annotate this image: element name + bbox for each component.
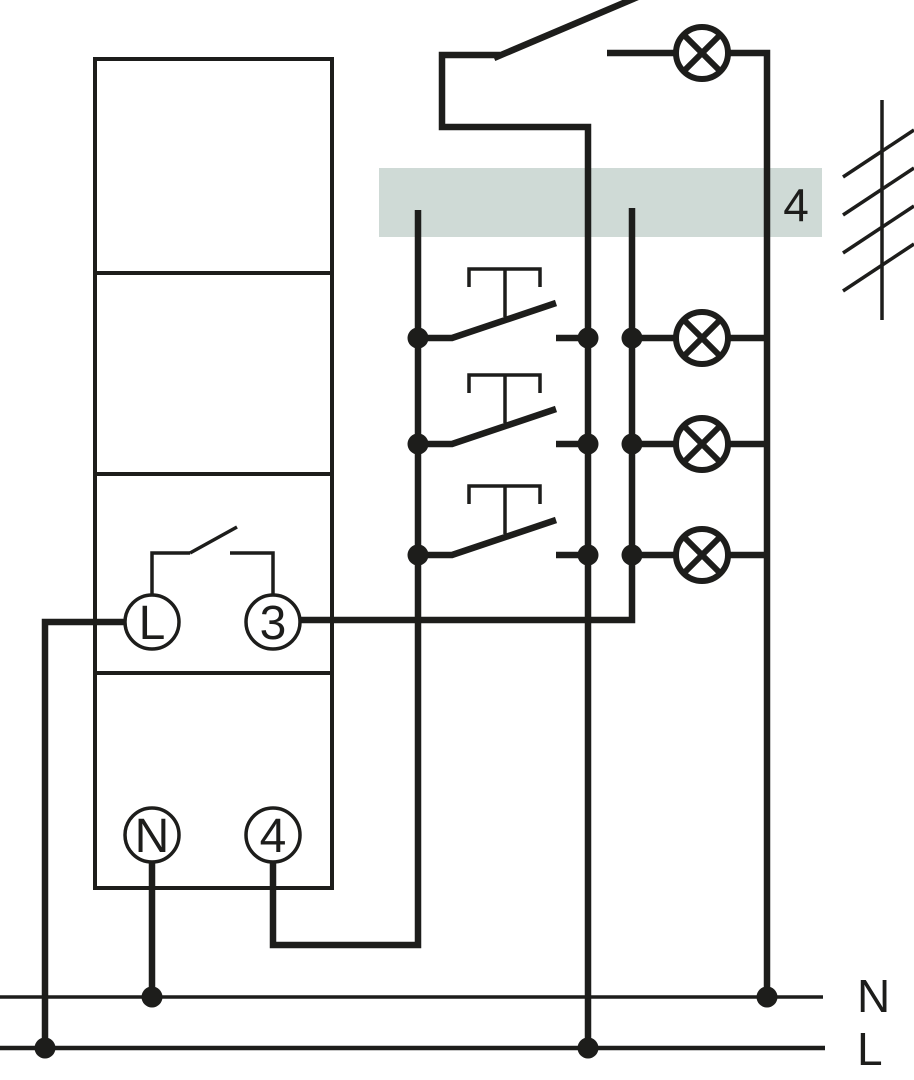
junction-dot (621, 544, 643, 566)
push-button-blade (418, 405, 558, 448)
junction-dot (577, 433, 599, 455)
cable-hatch-stroke-1 (842, 128, 914, 179)
relay-contact-right (230, 551, 275, 596)
cable-hatch-stroke-4 (842, 242, 914, 293)
live-rail-label: L (857, 1023, 883, 1075)
terminal-circle (123, 593, 181, 651)
junction-dot (577, 327, 599, 349)
terminal-4: 4 (244, 806, 302, 864)
lamp-1 (673, 24, 731, 82)
terminal-4-label: 4 (260, 810, 287, 863)
terminal-circle (123, 806, 181, 864)
junction-dot (407, 327, 429, 349)
push-button-blade (418, 299, 558, 342)
lamp-4 (673, 526, 731, 584)
lamp-cross (681, 423, 723, 465)
junction-dot (407, 433, 429, 455)
junction-dot (577, 544, 599, 566)
relay-contact-left (150, 551, 190, 596)
push-button-actuator-icon (467, 267, 542, 317)
wire-live-feed (41, 618, 126, 1045)
terminal-circle (244, 593, 302, 651)
wire-bundle-band (379, 168, 822, 237)
wire-lamp-return (728, 49, 771, 994)
relay-contact (150, 525, 275, 596)
junction-dot (577, 1037, 599, 1059)
lamp-cross (681, 32, 723, 74)
push-button-row-1 (407, 267, 767, 367)
terminal-circle (244, 806, 302, 864)
push-button-actuator-icon (467, 484, 542, 534)
external-switch (492, 0, 676, 61)
lamp-3 (673, 415, 731, 473)
terminal-3: 3 (244, 593, 302, 651)
terminal-l: L (123, 593, 181, 651)
wire-switched-line (438, 51, 592, 1045)
junction-dot (621, 433, 643, 455)
neutral-rail-label: N (857, 970, 890, 1022)
terminal-n-label: N (135, 810, 170, 863)
wire-pushbutton-bus (269, 210, 422, 949)
cable-hatch-stroke-3 (842, 204, 914, 255)
push-button-blade (418, 516, 558, 559)
push-button-actuator-icon (467, 373, 542, 423)
junction-dot (621, 327, 643, 349)
wire-bundle-count-label: 4 (783, 179, 809, 231)
junction-dot (756, 986, 778, 1008)
push-button-row-3 (407, 484, 767, 584)
terminal-l-label: L (139, 597, 166, 650)
relay-contact-blade (189, 525, 238, 555)
cable-hatch-stroke-2 (842, 166, 914, 217)
terminal-3-label: 3 (260, 597, 287, 650)
lamp-2 (673, 309, 731, 367)
junction-dot (34, 1037, 56, 1059)
lamp-cross (681, 534, 723, 576)
junction-dot (407, 544, 429, 566)
terminal-n: N (123, 806, 181, 864)
push-button-row-2 (407, 373, 767, 473)
cable-hatching-icon (842, 100, 914, 320)
junction-dot (141, 986, 163, 1008)
lamp-cross (681, 317, 723, 359)
switch-blade (492, 0, 639, 61)
